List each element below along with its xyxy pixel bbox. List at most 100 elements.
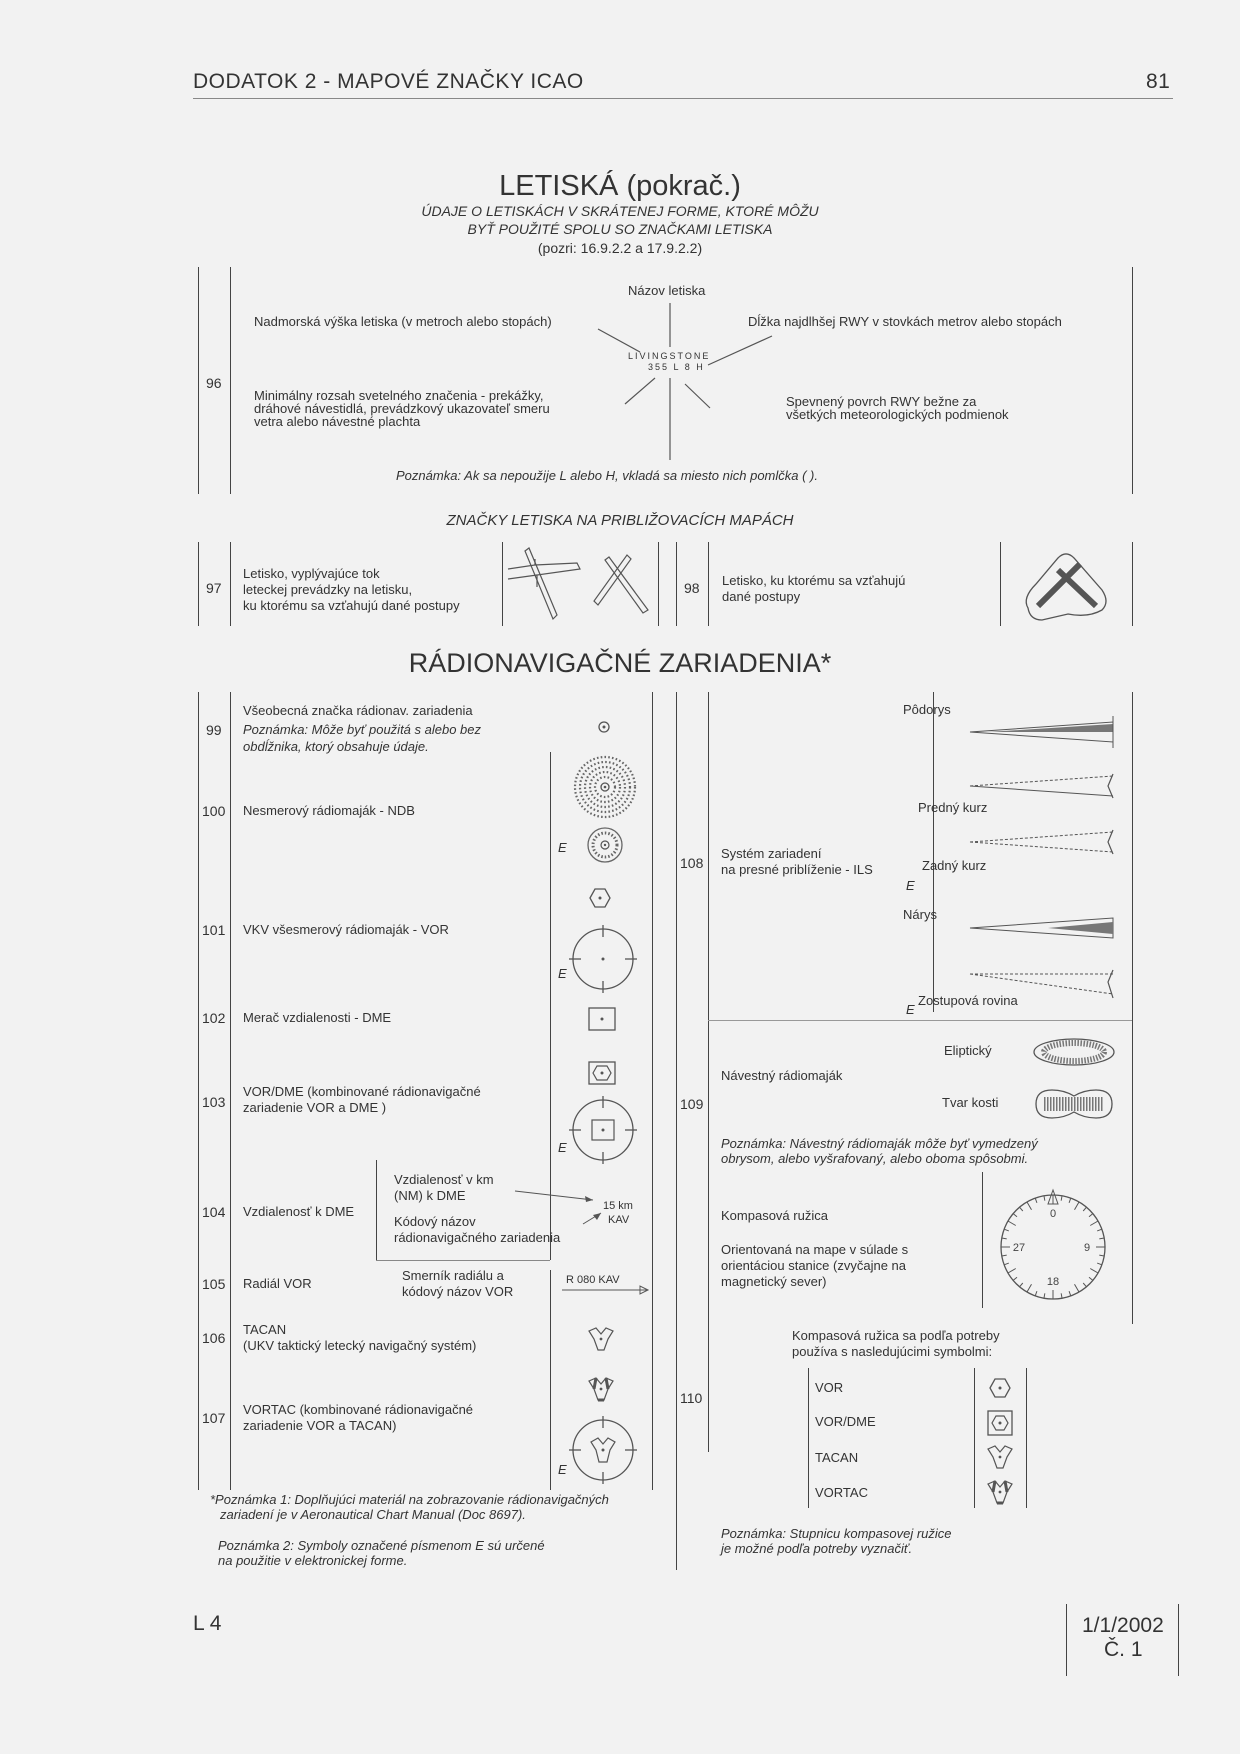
compass-tick xyxy=(1060,1195,1063,1201)
radio-left-table-border xyxy=(198,692,199,1490)
item-98-line-2: dané postupy xyxy=(722,589,801,604)
item-99-label: Všeobecná značka rádionav. zariadenia xyxy=(243,703,473,718)
item-110-number: 110 xyxy=(680,1390,703,1406)
aerodromes-subtitle-1: ÚDAJE O LETISKÁCH V SKRÁTENEJ FORME, KTO… xyxy=(421,203,819,219)
item-108-line-2: na presné priblíženie - ILS xyxy=(721,862,873,877)
compass-rose-label: Kompasová ružica xyxy=(721,1208,828,1223)
item-104-arrows xyxy=(514,1190,602,1225)
ils-profile-symbol xyxy=(969,917,1114,939)
item-98-left-border xyxy=(676,542,677,626)
page-number: 81 xyxy=(1146,70,1171,93)
compass-tick xyxy=(1074,1283,1080,1293)
item-96-number: 96 xyxy=(206,375,222,391)
item-96-number-divider xyxy=(230,267,231,494)
item-102-label: Merač vzdialenosti - DME xyxy=(243,1010,392,1025)
item-104-code-line-2: rádionavigačného zariadenia xyxy=(394,1230,561,1245)
compass-label: 0 xyxy=(1050,1208,1056,1220)
compass-tick xyxy=(1060,1293,1063,1299)
item-100-label: Nesmerový rádiomaják - NDB xyxy=(243,803,415,818)
compass-tick xyxy=(1089,1268,1099,1274)
item-105-number: 105 xyxy=(202,1276,226,1292)
aerodromes-title: LETISKÁ (pokrač.) xyxy=(499,170,741,202)
item-96-left-border xyxy=(198,267,199,494)
radio-left-right-border xyxy=(652,692,653,1490)
compass-usage-line-1: Kompasová ružica sa podľa potreby xyxy=(792,1328,1000,1343)
item-104-distance-line-2: (NM) k DME xyxy=(394,1188,466,1203)
radio-title: RÁDIONAVIGAČNÉ ZARIADENIA* xyxy=(408,648,832,678)
compass-usage-text: Kompasová ružica sa podľa potreby použív… xyxy=(792,1328,1000,1360)
compass-tick xyxy=(1043,1293,1046,1299)
item-107-text: VORTAC (kombinované rádionavigačné zaria… xyxy=(243,1402,473,1434)
marker-bone-symbol xyxy=(1035,1089,1113,1119)
ils-profile-label: Nárys xyxy=(903,907,937,922)
item-97-text: Letisko, vyplývajúce tok leteckej prevád… xyxy=(243,566,460,614)
item-104-distance-desc: Vzdialenosť v km (NM) k DME xyxy=(394,1172,494,1204)
marker-ellipse-symbol xyxy=(1033,1038,1115,1066)
item-105-radial-arrow xyxy=(562,1285,650,1295)
compass-tick xyxy=(1096,1262,1103,1266)
compass-tick xyxy=(1034,1290,1038,1297)
header-rule xyxy=(193,98,1173,99)
item-96-right-border xyxy=(1132,267,1133,494)
item-99-note-1: Poznámka: Môže byť použitá s alebo bez xyxy=(243,722,482,737)
dme-icon xyxy=(588,1007,616,1031)
approach-heading: ZNAČKY LETISKA NA PRIBLIŽOVACÍCH MAPÁCH xyxy=(446,512,794,529)
compass-tick xyxy=(1019,1206,1024,1212)
compass-tick xyxy=(1099,1254,1105,1257)
compass-row-vor: VOR xyxy=(815,1380,844,1395)
item-97-line-3: ku ktorému sa vzťahujú dané postupy xyxy=(243,598,460,613)
aerodromes-subtitle-3: (pozri: 16.9.2.2 a 17.9.2.2) xyxy=(537,240,703,256)
footer-left: L 4 xyxy=(193,1612,222,1635)
radio-right-number-divider xyxy=(708,692,709,1452)
item-97-line-1: Letisko, vyplývajúce tok xyxy=(243,566,380,581)
item-109-note-line-1: Poznámka: Návestný rádiomaják môže byť v… xyxy=(721,1136,1038,1151)
compass-vor-dme-icon xyxy=(987,1410,1013,1436)
item-106-text: TACAN (UKV taktický letecký navigačný sy… xyxy=(243,1322,476,1354)
footnote-2: Poznámka 2: Symboly označené písmenom E … xyxy=(218,1538,545,1568)
footer-date: 1/1/2002 xyxy=(1082,1614,1164,1637)
item-98-number: 98 xyxy=(684,580,700,596)
footer-change: Č. 1 xyxy=(1104,1638,1143,1661)
compass-tick xyxy=(1034,1197,1038,1204)
compass-tick xyxy=(1026,1201,1032,1211)
ils-glide-path-label: Zostupová rovina xyxy=(918,993,1018,1008)
compass-tick xyxy=(1003,1262,1010,1266)
compass-tick xyxy=(1099,1237,1105,1240)
footnote-2-line-1: Poznámka 2: Symboly označené písmenom E … xyxy=(218,1538,545,1553)
compass-tick xyxy=(1012,1213,1018,1218)
item-98-text: Letisko, ku ktorému sa vzťahujú dané pos… xyxy=(722,573,905,605)
vor-dme-electronic-icon xyxy=(569,1096,637,1164)
item-103-number: 103 xyxy=(202,1094,226,1110)
item-108-number: 108 xyxy=(680,855,704,871)
item-97-right-border xyxy=(658,542,659,626)
radio-left-symbol-divider xyxy=(550,752,551,1260)
item-101-number: 101 xyxy=(202,922,226,938)
compass-tick xyxy=(1012,1276,1018,1281)
item-97-aerodrome-symbol xyxy=(507,547,649,621)
radio-left-number-divider xyxy=(230,692,231,1490)
compass-tick xyxy=(1003,1228,1010,1232)
ils-e-mark-1: E xyxy=(906,878,915,893)
item-110-note: Poznámka: Stupnicu kompasovej ružice je … xyxy=(721,1526,952,1556)
item-96-sample-data: 355 L 8 H xyxy=(648,362,705,372)
compass-rose-desc: Orientovaná na mape v súlade s orientáci… xyxy=(721,1242,908,1290)
ils-back-course-symbol xyxy=(969,829,1114,855)
compass-label: 27 xyxy=(1013,1242,1025,1254)
item-104-distance-line-1: Vzdialenosť v km xyxy=(394,1172,494,1187)
item-103-text: VOR/DME (kombinované rádionavigačné zari… xyxy=(243,1084,481,1116)
item-99-number: 99 xyxy=(206,722,222,738)
item-97-line-2: leteckej prevádzky na letisku, xyxy=(243,582,413,597)
general-navaid-icon xyxy=(598,721,610,733)
vortac-icon xyxy=(588,1377,614,1402)
compass-tick xyxy=(1089,1220,1099,1226)
item-104-code-value: KAV xyxy=(608,1214,630,1226)
ndb-icon xyxy=(573,755,637,819)
item-109-top-rule xyxy=(708,1020,1132,1021)
vor-dme-e-mark: E xyxy=(558,1140,567,1155)
header-title: DODATOK 2 - MAPOVÉ ZNAČKY ICAO xyxy=(193,70,584,93)
compass-tick xyxy=(1001,1254,1007,1257)
compass-rose-desc-line-1: Orientovaná na mape v súlade s xyxy=(721,1242,909,1257)
item-109-note-line-2: obrysom, alebo vyšrafovaný, alebo oboma … xyxy=(721,1151,1029,1166)
marker-ellipse-label: Eliptický xyxy=(944,1043,992,1058)
